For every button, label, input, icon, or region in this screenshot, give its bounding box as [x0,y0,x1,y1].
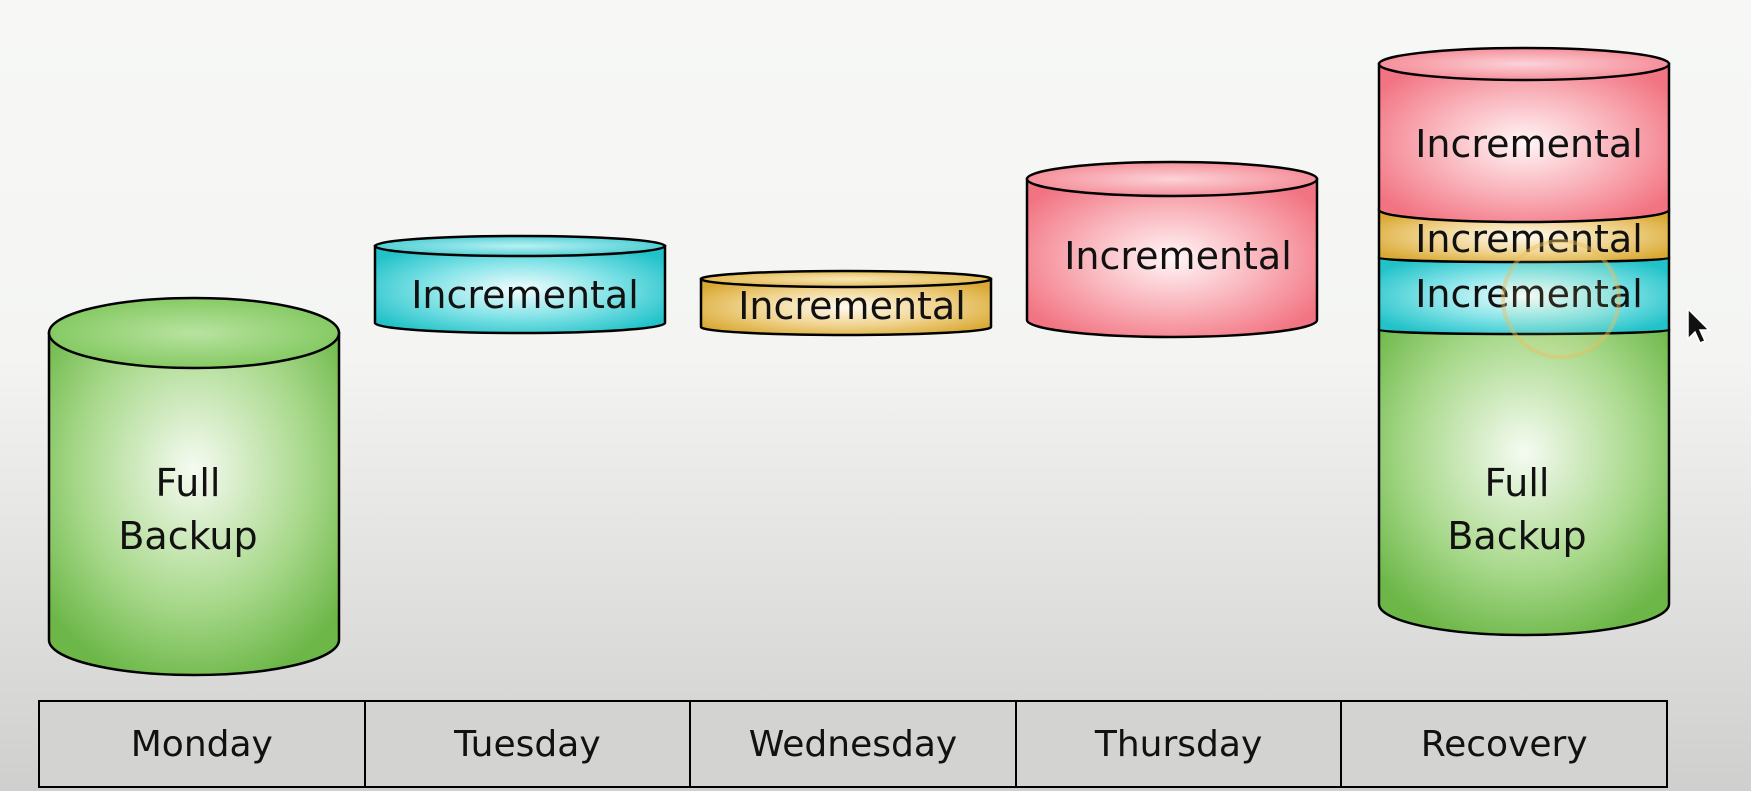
wednesday-incremental-cylinder: Incremental [699,269,993,337]
recovery-full-backup-segment [1377,328,1671,637]
recovery-full-backup-label-line1: Full [1485,461,1550,505]
day-cell-recovery: Recovery [1420,723,1588,765]
tuesday-incremental-cylinder: Incremental [373,234,667,335]
full-backup-label-line2: Backup [118,514,257,558]
day-cell-thursday: Thursday [1017,702,1343,786]
recovery-gold-incremental-label: Incremental [1415,217,1643,261]
day-cell-wednesday: Wednesday [691,702,1017,786]
monday-full-backup-cylinder: Full Backup [47,296,341,677]
day-label-row: Monday Tuesday Wednesday Thursday Recove… [38,700,1668,788]
thursday-incremental-cylinder: Incremental [1025,160,1319,339]
wednesday-incremental-label: Incremental [738,284,966,328]
day-cell-tuesday: Tuesday [366,702,692,786]
full-backup-label-line1: Full [156,461,221,505]
day-cell-monday: Monday [40,702,366,786]
cursor-highlight-ring [1501,239,1621,359]
recovery-gold-segment [1377,208,1671,264]
recovery-pink-incremental-label: Incremental [1415,122,1643,166]
recovery-cyan-incremental-label: Incremental [1415,272,1643,316]
mouse-pointer-icon [1687,307,1711,344]
tuesday-incremental-label: Incremental [411,273,639,317]
recovery-stacked-cylinder: Incremental Incremental Incremental Full… [1377,46,1671,637]
recovery-full-backup-label-line2: Backup [1447,514,1586,558]
thursday-incremental-label: Incremental [1064,234,1292,278]
backup-diagram: Full Backup Incremental Incremental Incr… [47,46,1711,677]
recovery-pink-segment [1377,62,1671,224]
recovery-cyan-segment [1377,256,1671,336]
